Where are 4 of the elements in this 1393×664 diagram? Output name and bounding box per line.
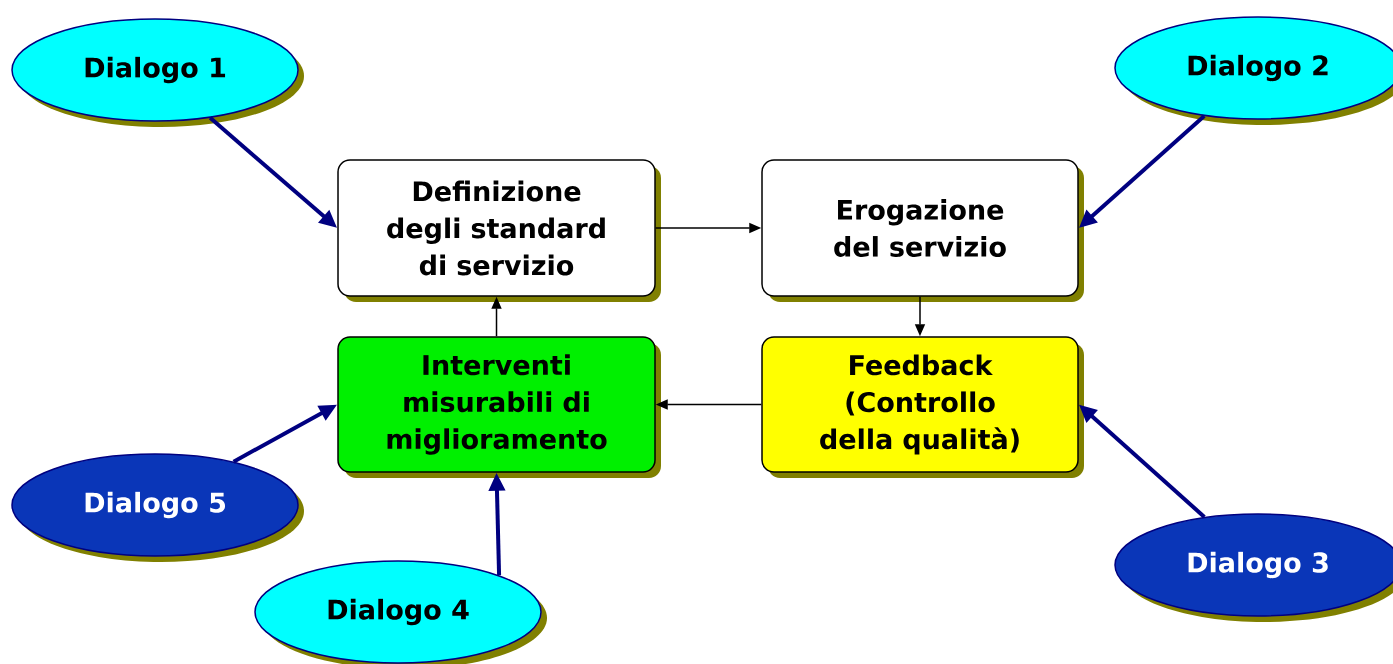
process-box: Erogazione del servizio (761, 159, 1084, 302)
process-box: Interventi misurabili di miglioramento (337, 336, 661, 478)
process-box: Definizione degli standard di servizio (337, 159, 661, 302)
process-box: Feedback (Controllo della qualità) (761, 336, 1084, 478)
